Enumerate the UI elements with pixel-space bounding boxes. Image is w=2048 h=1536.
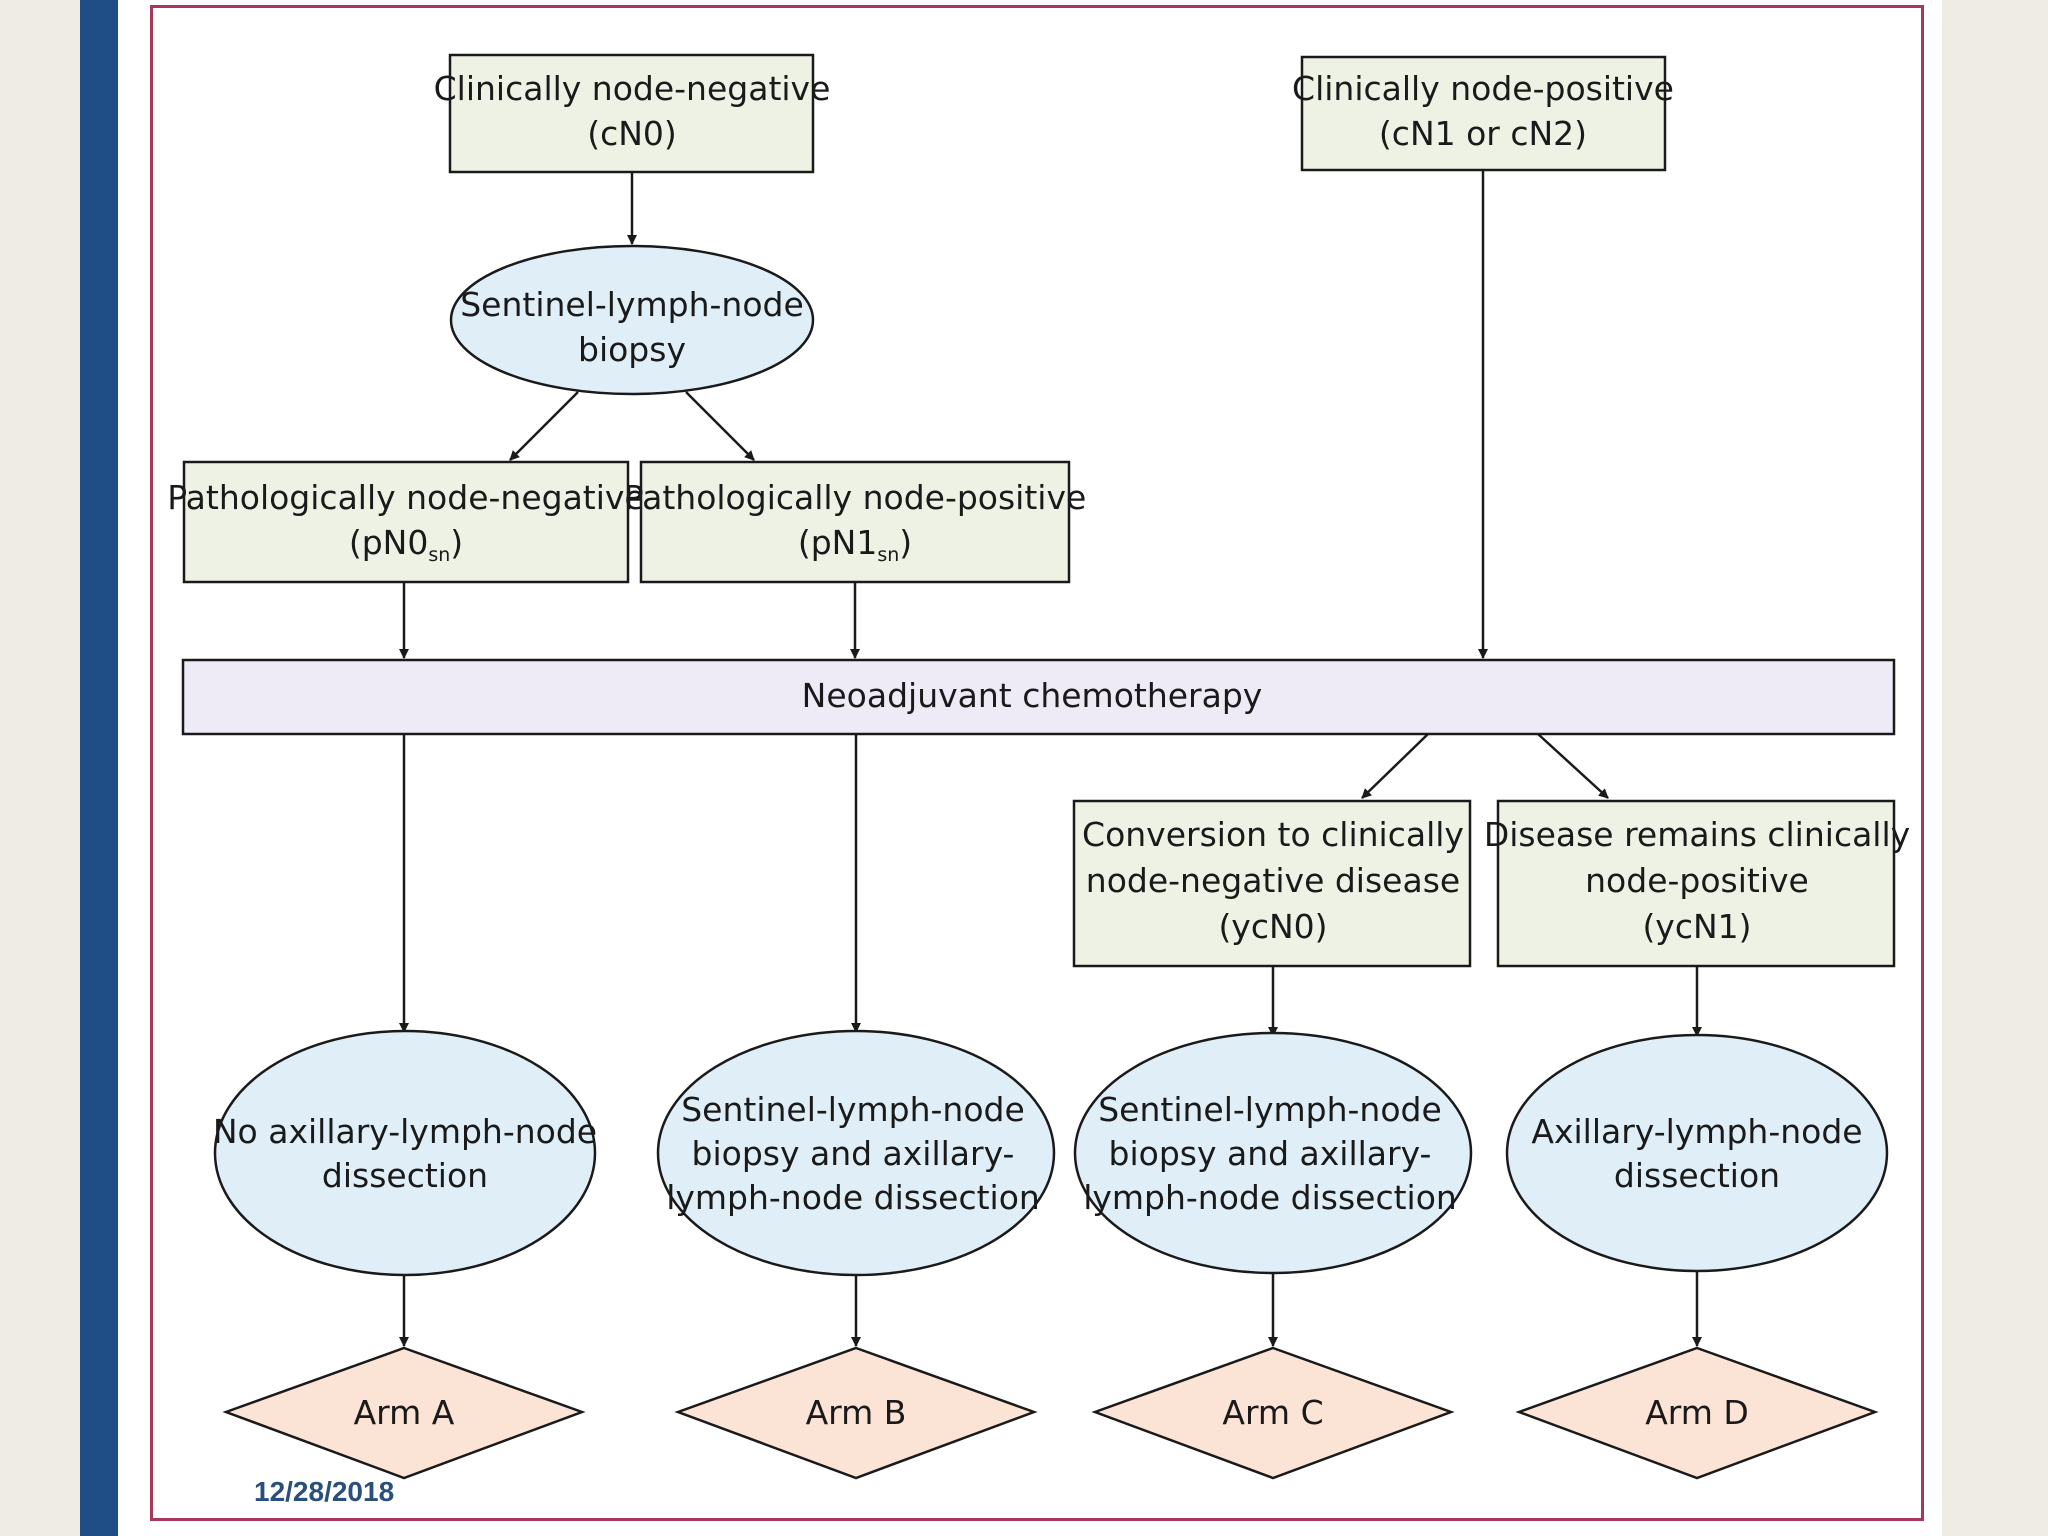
node-slnb-and-alnd-c: Sentinel-lymph-node biopsy and axillary-… <box>1073 1031 1473 1275</box>
node-label-line: Arm C <box>1222 1393 1323 1432</box>
slide-background <box>118 0 1942 1536</box>
node-label-line: biopsy and axillary- <box>692 1134 1015 1173</box>
diagram-frame <box>150 5 1924 1521</box>
node-label-line: dissection <box>1614 1156 1780 1195</box>
node-label-line: Neoadjuvant chemotherapy <box>802 676 1263 715</box>
node-label-line: dissection <box>322 1156 488 1195</box>
node-conversion-ycn0: Conversion to clinically node-negative d… <box>1072 799 1472 968</box>
node-label-line: biopsy <box>578 330 686 369</box>
node-sentinel-lymph-node-biopsy: Sentinel-lymph-node biopsy <box>449 244 815 396</box>
edge-slnb-pn1 <box>685 391 755 461</box>
node-label-main: (pN0 <box>349 523 429 562</box>
left-accent-bar <box>80 0 118 1536</box>
node-label-line: node-negative disease <box>1086 861 1460 900</box>
node-label-line: Clinically node-positive <box>1292 69 1674 108</box>
node-slnb-and-alnd-b: Sentinel-lymph-node biopsy and axillary-… <box>656 1029 1056 1277</box>
node-label-end: ) <box>899 523 912 562</box>
edge-nact-ycn1 <box>1537 733 1609 799</box>
node-label-line: (ycN0) <box>1218 907 1327 946</box>
node-label-end: ) <box>450 523 463 562</box>
node-label-line: lymph-node dissection <box>666 1178 1040 1217</box>
node-label-line: biopsy and axillary- <box>1109 1134 1432 1173</box>
node-label-line: lymph-node dissection <box>1083 1178 1457 1217</box>
node-label-line: Pathologically node-negative <box>167 478 644 517</box>
connectors <box>399 170 1702 1347</box>
node-label-line: Arm D <box>1645 1393 1749 1432</box>
node-label-line: Axillary-lymph-node <box>1531 1112 1862 1151</box>
node-label-main: (pN1 <box>798 523 878 562</box>
node-label-line: No axillary-lymph-node <box>213 1112 597 1151</box>
node-label-subscript: sn <box>428 544 450 566</box>
node-arm-a: Arm A <box>222 1346 586 1480</box>
edge-nact-ycn0 <box>1361 733 1429 799</box>
node-label-line: Clinically node-negative <box>434 69 831 108</box>
node-label-line: (pN0sn) <box>349 523 463 566</box>
node-label-line: Disease remains clinically <box>1484 815 1910 854</box>
node-arm-c: Arm C <box>1091 1346 1455 1480</box>
node-label-line: Arm B <box>806 1393 907 1432</box>
node-label-line: Conversion to clinically <box>1082 815 1464 854</box>
slide-date: 12/28/2018 <box>254 1476 395 1507</box>
node-no-axillary-dissection: No axillary-lymph-node dissection <box>213 1029 597 1277</box>
node-label-line: Sentinel-lymph-node <box>1098 1090 1442 1129</box>
node-label-subscript: sn <box>877 544 899 566</box>
node-clinically-node-negative: Clinically node-negative (cN0) <box>434 53 831 174</box>
node-label-line: (ycN1) <box>1642 907 1751 946</box>
node-label-line: (cN0) <box>587 114 677 153</box>
node-label-line: (cN1 or cN2) <box>1379 114 1587 153</box>
node-arm-d: Arm D <box>1515 1346 1879 1480</box>
node-clinically-node-positive: Clinically node-positive (cN1 or cN2) <box>1292 55 1674 172</box>
edge-slnb-pn0 <box>509 391 579 461</box>
node-pathologically-node-negative: Pathologically node-negative (pN0sn) <box>167 460 645 584</box>
node-label-line: Sentinel-lymph-node <box>460 285 804 324</box>
node-arm-b: Arm B <box>674 1346 1038 1480</box>
node-neoadjuvant-chemotherapy: Neoadjuvant chemotherapy <box>181 658 1896 736</box>
node-label-line: Arm A <box>354 1393 455 1432</box>
node-remains-positive-ycn1: Disease remains clinically node-positive… <box>1484 799 1910 968</box>
node-label-line: node-positive <box>1585 861 1809 900</box>
node-label-line: Pathologically node-positive <box>624 478 1087 517</box>
node-axillary-lymph-node-dissection: Axillary-lymph-node dissection <box>1505 1033 1889 1273</box>
node-label-line: (pN1sn) <box>798 523 912 566</box>
node-pathologically-node-positive: Pathologically node-positive (pN1sn) <box>624 460 1087 584</box>
node-label-line: Sentinel-lymph-node <box>681 1090 1025 1129</box>
